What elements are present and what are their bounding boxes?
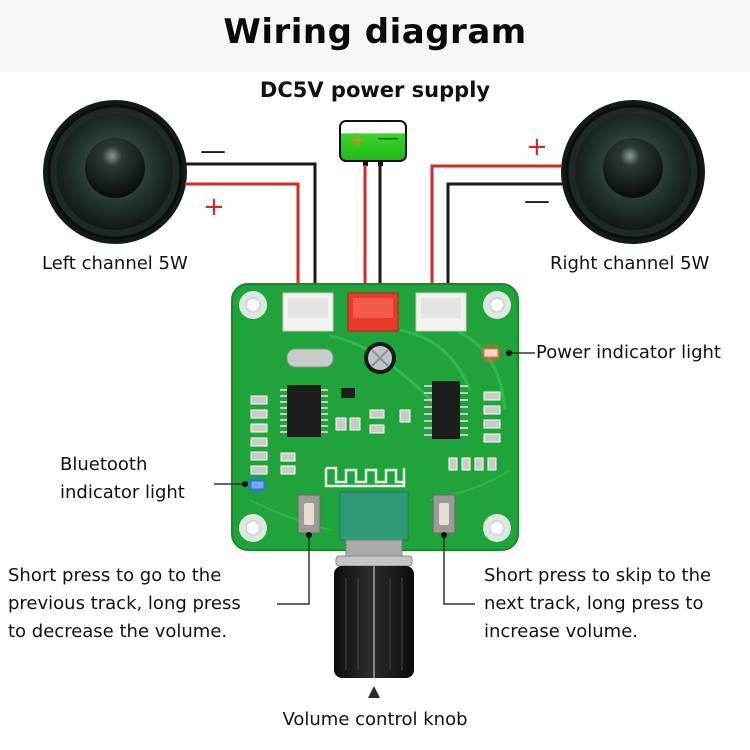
power-supply-label: DC5V power supply (259, 78, 491, 102)
next-button-label-line2: next track, long press to (484, 593, 704, 614)
callout-lines (214, 352, 535, 605)
prev-button-label-line2: previous track, long press (8, 593, 241, 614)
power-indicator-label: Power indicator light (536, 342, 721, 363)
bluetooth-indicator-led (248, 476, 266, 494)
smd-components-left (250, 395, 411, 475)
smd-components-right (448, 391, 501, 471)
next-volume-up-button[interactable] (432, 494, 456, 534)
power-minus-sign: — (377, 126, 399, 151)
volume-knob-label: Volume control knob (282, 709, 468, 730)
right-plus-sign: + (526, 132, 548, 162)
power-plus-sign: + (348, 128, 367, 153)
bluetooth-indicator-label-line2: indicator light (60, 482, 185, 503)
title-band (0, 0, 750, 72)
page-title: Wiring diagram (223, 12, 527, 52)
left-minus-sign: — (200, 136, 226, 166)
next-button-label-line3: increase volume. (484, 621, 638, 642)
bluetooth-indicator-label-line1: Bluetooth (60, 454, 148, 475)
previous-volume-down-button[interactable] (297, 494, 321, 534)
amplifier-board (231, 283, 519, 551)
power-indicator-led (481, 343, 501, 363)
next-button-label-line1: Short press to skip to the (484, 565, 712, 586)
power-wires (363, 165, 382, 298)
right-speaker-label: Right channel 5W (550, 253, 710, 274)
prev-button-label-line1: Short press to go to the (8, 565, 222, 586)
chip-right (424, 381, 468, 439)
crystal-oscillator (286, 348, 334, 368)
antenna-trace (324, 466, 406, 488)
right-speaker-icon (561, 100, 705, 244)
right-speaker-wires (430, 164, 562, 298)
capacitor (364, 342, 396, 374)
right-speaker-connector (415, 292, 467, 332)
left-speaker-icon (43, 100, 187, 244)
volume-knob[interactable] (334, 539, 414, 680)
transistor (341, 388, 355, 398)
prev-button-label-line3: to decrease the volume. (8, 621, 228, 642)
left-speaker-wires (185, 162, 317, 298)
left-speaker-connector (282, 292, 334, 332)
right-minus-sign: — (524, 186, 550, 216)
battery-icon (339, 120, 407, 166)
mounting-hole-icon (239, 291, 511, 542)
power-connector (347, 292, 399, 332)
potentiometer-body (339, 491, 409, 541)
callout-dots (242, 350, 512, 538)
knob-pointer-icon (368, 686, 380, 698)
chip-left (280, 385, 328, 437)
left-plus-sign: + (203, 192, 225, 222)
left-speaker-label: Left channel 5W (42, 253, 188, 274)
